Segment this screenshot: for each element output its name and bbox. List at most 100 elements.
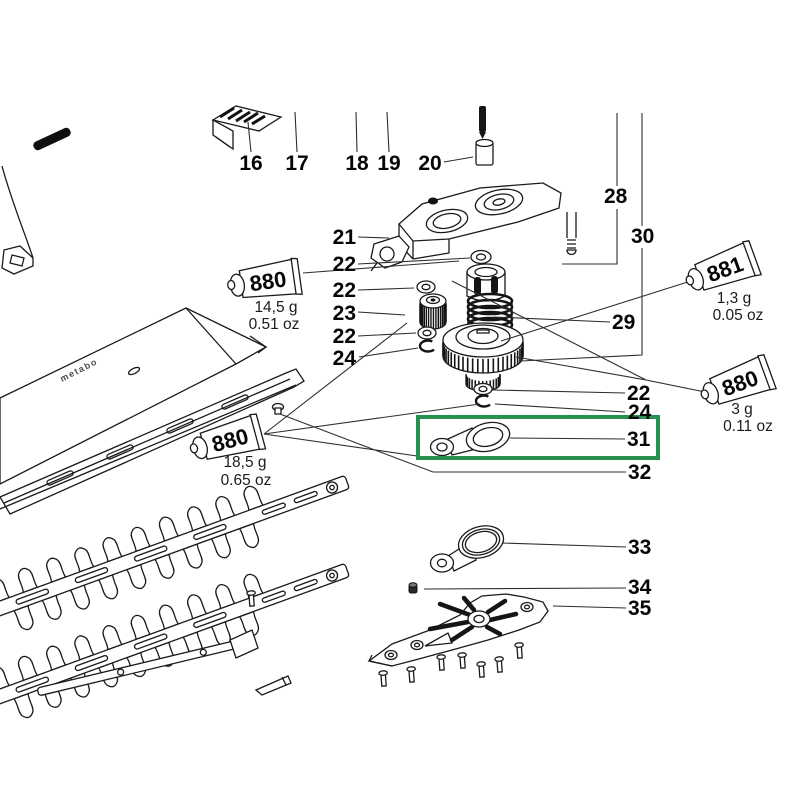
guide-rail-drawing (0, 368, 305, 515)
flat-strip-part (229, 629, 259, 659)
screw (436, 654, 446, 671)
washer-22d (473, 382, 493, 396)
label-24b: 24 (628, 401, 652, 424)
highlight-box-part-31 (416, 415, 660, 460)
label-34: 34 (628, 576, 652, 599)
screw-head (476, 661, 486, 667)
grease-tube-880-3: 880 3 g 0.11 oz (700, 354, 778, 435)
circlip-24b (474, 394, 494, 408)
grease-tube-880-185: 880 18,5 g 0.65 oz (189, 413, 271, 489)
label-19: 19 (377, 152, 400, 175)
part-16-drawing (211, 105, 283, 151)
tube-ounces: 0.11 oz (723, 418, 773, 435)
part-21-drawing (370, 182, 577, 272)
screw-head (436, 654, 446, 660)
screw-head (378, 670, 388, 676)
leader-32 (279, 413, 626, 473)
screw (514, 642, 524, 659)
backing-bar-drawing (37, 629, 292, 696)
leader-30 (520, 113, 643, 362)
label-31: 31 (627, 428, 651, 451)
gear-keyway (476, 329, 490, 334)
circlip-24a (418, 339, 438, 353)
part-31-drawing (429, 421, 511, 457)
part-20-drawing (475, 106, 494, 166)
leader-33 (500, 542, 627, 548)
washer-22b (416, 280, 436, 294)
blade-slot (133, 633, 168, 650)
leader-tube-3 (451, 280, 706, 393)
washer-22a (470, 249, 492, 265)
leader-35 (552, 605, 627, 609)
upper-blade-drawing (0, 475, 350, 631)
screw (494, 656, 504, 673)
label-22b: 22 (333, 279, 356, 302)
leader-20 (443, 156, 474, 163)
blade-slot (261, 590, 286, 603)
tube-grams: 3 g (731, 401, 753, 418)
leader-tube-185 (263, 322, 481, 457)
leader-22d (492, 389, 626, 394)
leader-22b (357, 287, 415, 291)
black-pin-part (33, 127, 71, 151)
label-21: 21 (333, 226, 357, 249)
leader-21 (357, 236, 390, 239)
label-23: 23 (333, 302, 356, 325)
part-33-drawing (429, 525, 505, 573)
leader-16 (247, 121, 252, 153)
label-35: 35 (628, 597, 652, 620)
screw-head (457, 652, 467, 658)
blade-slot (74, 566, 109, 584)
screw-head (406, 666, 416, 672)
leader-29 (493, 316, 611, 323)
screw-head (246, 590, 256, 596)
label-29: 29 (612, 311, 635, 334)
leader-tube-13 (500, 279, 695, 342)
tube-ounces: 0.05 oz (713, 307, 764, 324)
leader-24c (357, 332, 417, 337)
leader-18 (355, 111, 358, 153)
leader-19 (386, 111, 390, 153)
label-24a: 24 (333, 347, 357, 370)
label-20: 20 (418, 152, 441, 175)
pinion-bore (430, 298, 436, 302)
leader-22a (357, 257, 471, 265)
blade-slot (261, 502, 286, 515)
grease-tube-880-145: 880 14,5 g 0.51 oz (227, 257, 303, 333)
tube-grams: 14,5 g (254, 299, 297, 316)
screw (476, 661, 486, 678)
screw-head (514, 642, 524, 648)
leader-34 (423, 587, 627, 590)
leader-28 (562, 113, 618, 265)
label-28: 28 (604, 185, 628, 208)
leader-17 (294, 111, 298, 153)
screw (378, 670, 388, 687)
blade-slot (15, 676, 50, 693)
label-30: 30 (631, 225, 654, 248)
blade-bar (0, 475, 350, 619)
blade-slot (293, 578, 318, 592)
blade-slot (74, 654, 109, 672)
blade-mount-hole (329, 572, 335, 579)
blade-slot (293, 490, 318, 504)
leader-23 (357, 311, 406, 316)
guard-tip-curve (1, 165, 34, 275)
part-34-drawing (408, 582, 418, 594)
label-22c: 22 (333, 325, 356, 348)
blade-mount-hole (325, 569, 339, 582)
label-22a: 22 (333, 253, 356, 276)
pinion-gear-23-drawing (419, 293, 447, 330)
label-16: 16 (239, 152, 262, 175)
blade-mount-hole (325, 481, 339, 494)
blade-mount-hole (329, 484, 335, 491)
tube-code: 880 (248, 266, 288, 296)
part-number-labels: 16 17 18 19 20 21 22 22 23 22 24 28 30 2… (239, 152, 654, 620)
label-33: 33 (628, 536, 651, 559)
gear-bore (467, 327, 499, 345)
label-32: 32 (628, 461, 651, 484)
assembly-screws (246, 590, 524, 687)
grease-tube-881-13: 881 1,3 g 0.05 oz (685, 240, 764, 324)
leader-24a (358, 347, 419, 358)
tube-grams: 1,3 g (717, 290, 751, 307)
